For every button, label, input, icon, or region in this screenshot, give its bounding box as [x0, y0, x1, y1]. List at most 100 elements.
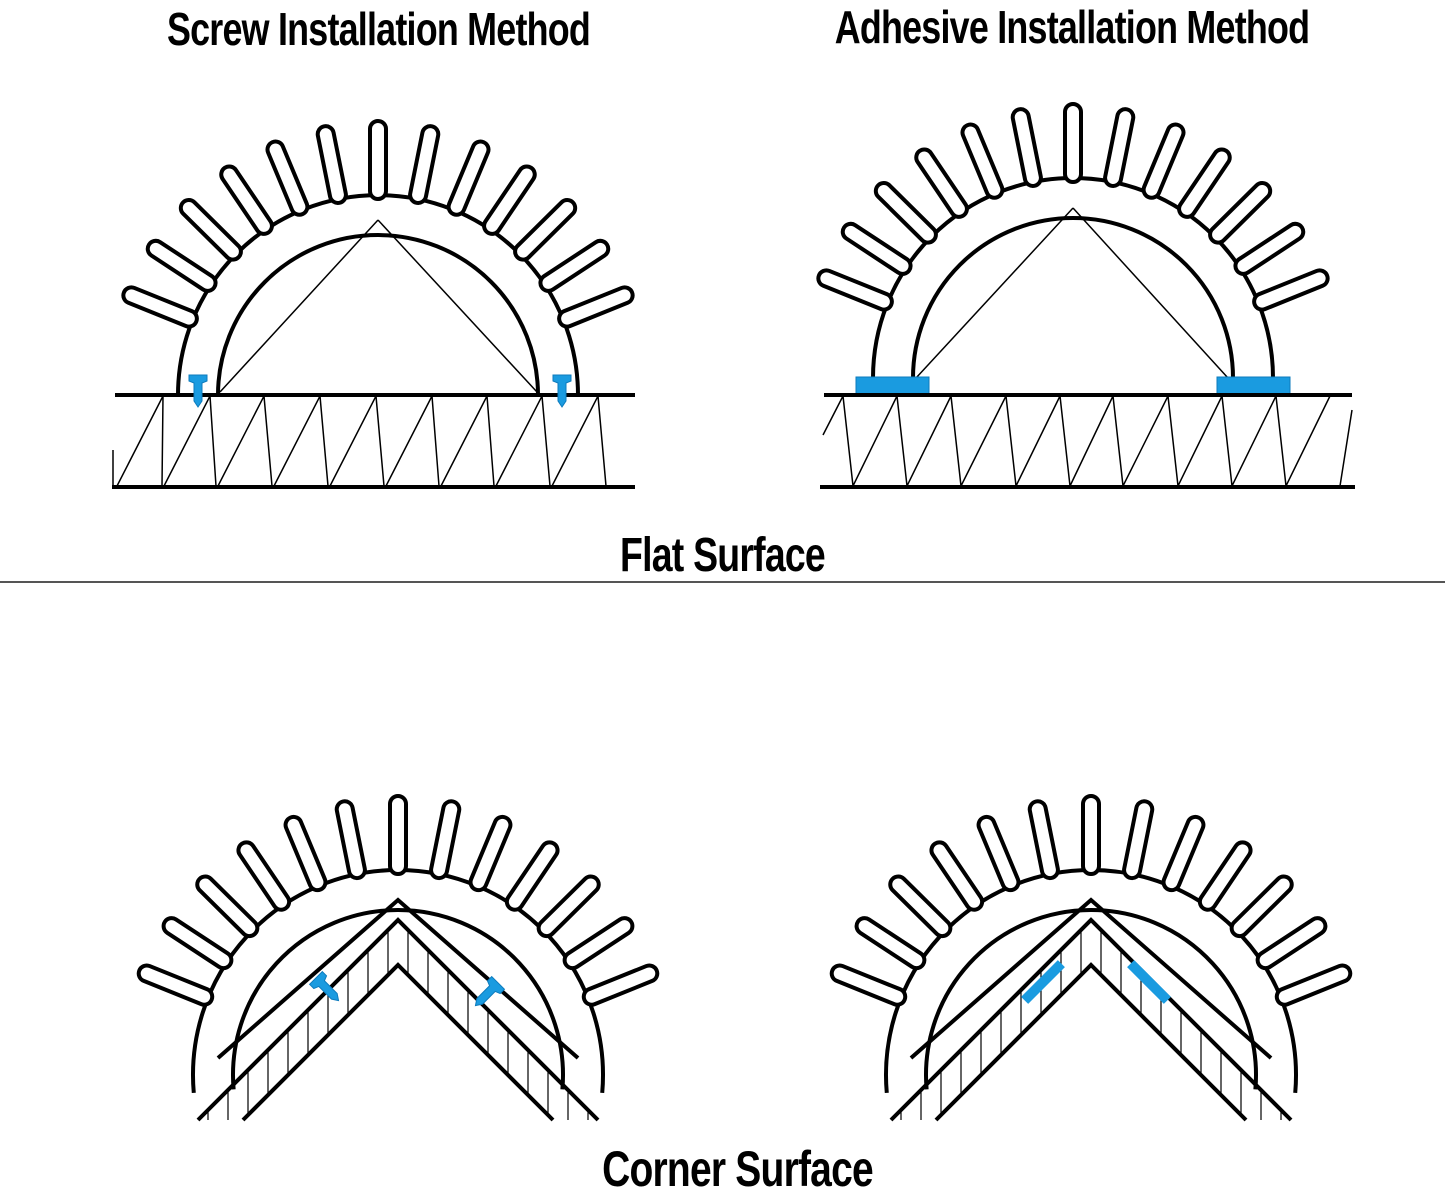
bristle [1122, 799, 1155, 881]
bristle [283, 814, 328, 893]
screw-icon [552, 374, 572, 408]
bristle-shape [1255, 916, 1328, 971]
flat-screw-diagram [112, 119, 635, 489]
bristle [929, 840, 985, 912]
corner-adhesive-diagram [829, 794, 1353, 1122]
brush-inner-arc [924, 907, 1258, 1090]
brush-outer-arc [176, 193, 580, 396]
bristle [1027, 799, 1060, 881]
bristle-shape [536, 874, 601, 939]
bristle-shape [504, 840, 560, 912]
bristle [368, 119, 388, 201]
corner-hatch [207, 932, 589, 1120]
corner-hatch [900, 932, 1282, 1120]
bristle [1010, 107, 1043, 188]
bristle-shape [1274, 963, 1353, 1007]
screw-body [188, 374, 208, 408]
screw-body [474, 975, 506, 1007]
bristle-shape [219, 164, 274, 236]
bristle-shape [121, 285, 199, 329]
bristle-shape [178, 198, 243, 262]
bristle-shape [265, 139, 310, 217]
bristle-shape [960, 122, 1005, 200]
bristle [1161, 814, 1206, 893]
bristle-shape [1197, 840, 1253, 912]
corner-screw-diagram [136, 794, 660, 1122]
bristle-shape [1122, 799, 1155, 881]
support-line-left [219, 219, 379, 393]
bristle-shape [829, 963, 908, 1007]
adhesive-pad-icon [1216, 376, 1291, 395]
adhesive-strip [1127, 960, 1171, 1004]
brush-inner-arc [216, 233, 540, 396]
screw-body [308, 970, 340, 1002]
screw-installation-title: Screw Installation Method [166, 3, 591, 55]
corner-surface-inner [241, 962, 555, 1122]
bristle-shape [368, 119, 388, 201]
brush-base-plate [216, 897, 580, 1060]
bristle [1063, 102, 1083, 184]
bristle [482, 164, 537, 236]
adhesive-pad-icon [855, 376, 930, 395]
bristle [334, 799, 367, 881]
bristle-shape [161, 916, 234, 971]
bristle [504, 840, 560, 912]
bristle-shape [557, 285, 635, 329]
bristle [914, 147, 969, 219]
bristle-shape [816, 268, 894, 312]
bristle [1103, 107, 1136, 188]
adhesive-installation-title: Adhesive Installation Method [834, 1, 1310, 53]
bristle-shape [1010, 107, 1043, 188]
bristle [976, 814, 1021, 893]
support-line-right [1072, 207, 1229, 379]
bristle [195, 874, 260, 939]
bristle [562, 916, 635, 971]
brush-base-plate [909, 897, 1273, 1060]
bristle [1141, 122, 1186, 200]
bristle-shape [976, 814, 1021, 893]
bristle-shape [562, 916, 635, 971]
bristle [960, 122, 1005, 200]
bristle [121, 285, 199, 329]
flat-adhesive-diagram [816, 102, 1355, 489]
support-line-right [377, 219, 538, 393]
adhesive-strip-icon [1127, 960, 1171, 1004]
corner-surface-label: Corner Surface [602, 1141, 874, 1197]
bristle [178, 198, 243, 262]
bristle-shape [538, 238, 611, 293]
corner-surface-outer [889, 917, 1293, 1122]
bristle-shape [388, 794, 408, 876]
bristle-shape [1208, 181, 1273, 245]
bristle [161, 916, 234, 971]
bristle-shape [136, 963, 215, 1007]
bristle [1252, 268, 1330, 312]
bristle [388, 794, 408, 876]
bristle-shape [1103, 107, 1136, 188]
bristle [408, 124, 441, 205]
screw-icon [188, 374, 208, 408]
bristle [581, 963, 660, 1007]
support-line-left [915, 207, 1074, 379]
adhesive-strip [1021, 960, 1065, 1004]
bristle-shape [283, 814, 328, 893]
brush-inner-arc [911, 216, 1235, 379]
bristle-shape [446, 139, 491, 217]
bristle [1233, 221, 1306, 276]
bristle-shape [315, 124, 348, 205]
bristle-shape [468, 814, 513, 893]
bristle [538, 238, 611, 293]
bristle-shape [236, 840, 292, 912]
bristle-shape [1141, 122, 1186, 200]
bristle-shape [1233, 221, 1306, 276]
brush-outer-arc [191, 868, 605, 1094]
bristle-shape [581, 963, 660, 1007]
bristle [219, 164, 274, 236]
bristle-shape [1177, 147, 1232, 219]
bristle-shape [1229, 874, 1294, 939]
bristle [1255, 916, 1328, 971]
corner-surface-outer [196, 917, 600, 1122]
bristle [829, 963, 908, 1007]
bristle-shape [1063, 102, 1083, 184]
bristle [816, 268, 894, 312]
